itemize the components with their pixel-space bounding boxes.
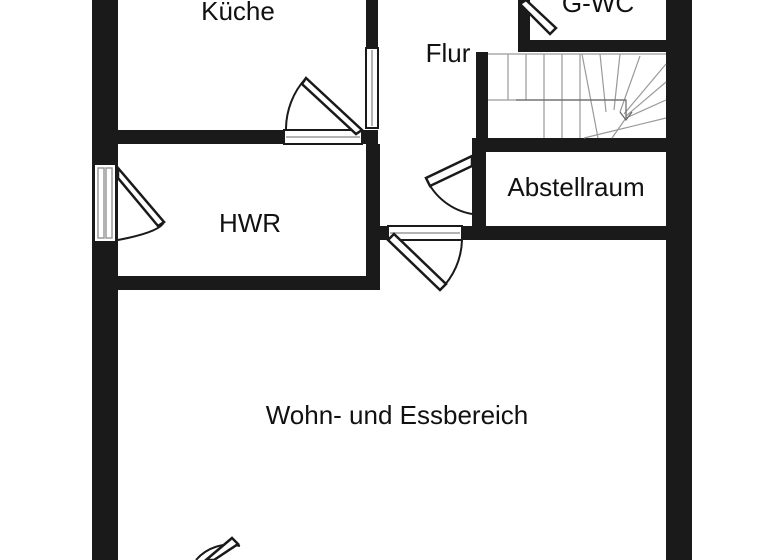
wall-flur-south-east	[462, 226, 474, 240]
door-kueche	[283, 76, 365, 145]
wall-abstell-south	[472, 226, 666, 240]
wall-kueche-east	[366, 0, 378, 48]
wall-kueche-south	[118, 130, 284, 144]
room-label-kueche: Küche	[201, 0, 275, 26]
door-wohnen	[386, 225, 463, 292]
room-label-flur: Flur	[426, 38, 471, 68]
staircase	[488, 53, 667, 139]
wall-hwr-south	[118, 276, 380, 290]
door-wohnen-south	[195, 536, 241, 560]
exterior-wall-right	[666, 0, 692, 560]
room-label-hwr: HWR	[219, 208, 281, 238]
window-hwr-west	[93, 163, 117, 243]
wall-stair-west	[476, 52, 488, 140]
wall-kueche-south-b	[362, 130, 378, 144]
wall-abstell-north	[472, 138, 666, 152]
exterior-wall-left	[92, 0, 118, 560]
wall-flur-south-west	[378, 226, 388, 240]
door-hwr-west	[116, 164, 166, 241]
room-label-wohnen: Wohn- und Essbereich	[266, 400, 529, 430]
room-label-gwc: G-WC	[562, 0, 634, 18]
wall-abstell-west	[472, 138, 486, 228]
room-label-abstellraum: Abstellraum	[507, 172, 644, 202]
wall-hwr-east	[366, 144, 380, 290]
door-abstellraum	[424, 154, 474, 215]
door-gwc	[518, 0, 558, 41]
window-kueche-east	[365, 47, 379, 129]
wall-gwc-south	[518, 40, 666, 52]
